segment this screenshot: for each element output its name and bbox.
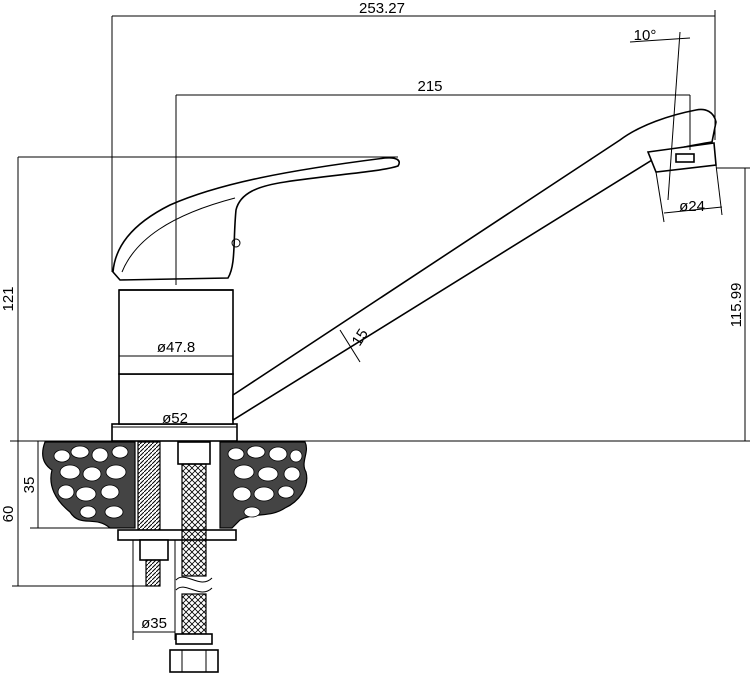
dim-body-diameter-upper: ø47.8 [157, 339, 195, 356]
dim-total-length: 253.27 [359, 0, 405, 17]
spout [232, 108, 717, 422]
dim-shank-diameter: ø35 [141, 615, 167, 632]
dim-spout-tube: 15 [349, 326, 372, 349]
dim-aerator-angle: 10° [634, 27, 657, 44]
dim-mount-depth: 60 [0, 506, 17, 523]
countertop-stone [42, 441, 308, 529]
dim-total-height: 121 [0, 286, 17, 311]
dimension-lines [10, 10, 750, 640]
faucet-body [111, 289, 238, 442]
lever-handle [112, 157, 400, 281]
dim-aerator-diameter: ø24 [679, 198, 705, 215]
dim-spout-height: 115.99 [728, 283, 745, 328]
mounting-hardware [117, 441, 237, 673]
dim-body-diameter-base: ø52 [162, 410, 188, 427]
dim-spout-reach: 215 [417, 78, 442, 95]
dim-countertop-height: 35 [21, 477, 38, 494]
